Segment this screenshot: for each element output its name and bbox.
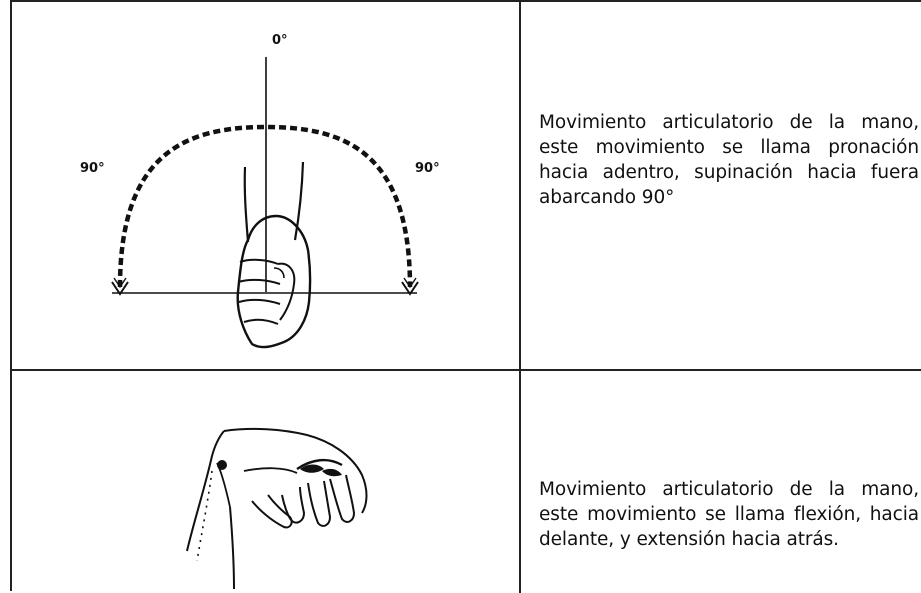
description-cell: Movimiento articulatorio de la mano, est… — [521, 2, 921, 369]
movement-description: Movimiento articulatorio de la mano, est… — [539, 479, 919, 550]
angle-label-left: 90° — [80, 161, 105, 176]
illustration-cell: 0° 90° 90° — [12, 2, 521, 369]
hand-flexion-extension-icon — [186, 427, 368, 590]
movement-description: Movimiento articulatorio de la mano, est… — [539, 112, 919, 208]
hand-pronation-supination-icon: 0° 90° 90° — [80, 33, 440, 349]
table-row: 0° 90° 90° Movimiento articulatorio de l… — [12, 2, 921, 371]
description-cell: Movimiento articulatorio de la mano, est… — [521, 371, 921, 593]
angle-label-right: 90° — [415, 161, 440, 176]
angle-label-top: 0° — [272, 33, 288, 48]
table-row: Movimiento articulatorio de la mano, est… — [12, 371, 921, 593]
illustration-cell — [12, 371, 521, 593]
movement-table: 0° 90° 90° Movimiento articulatorio de l… — [10, 0, 921, 593]
